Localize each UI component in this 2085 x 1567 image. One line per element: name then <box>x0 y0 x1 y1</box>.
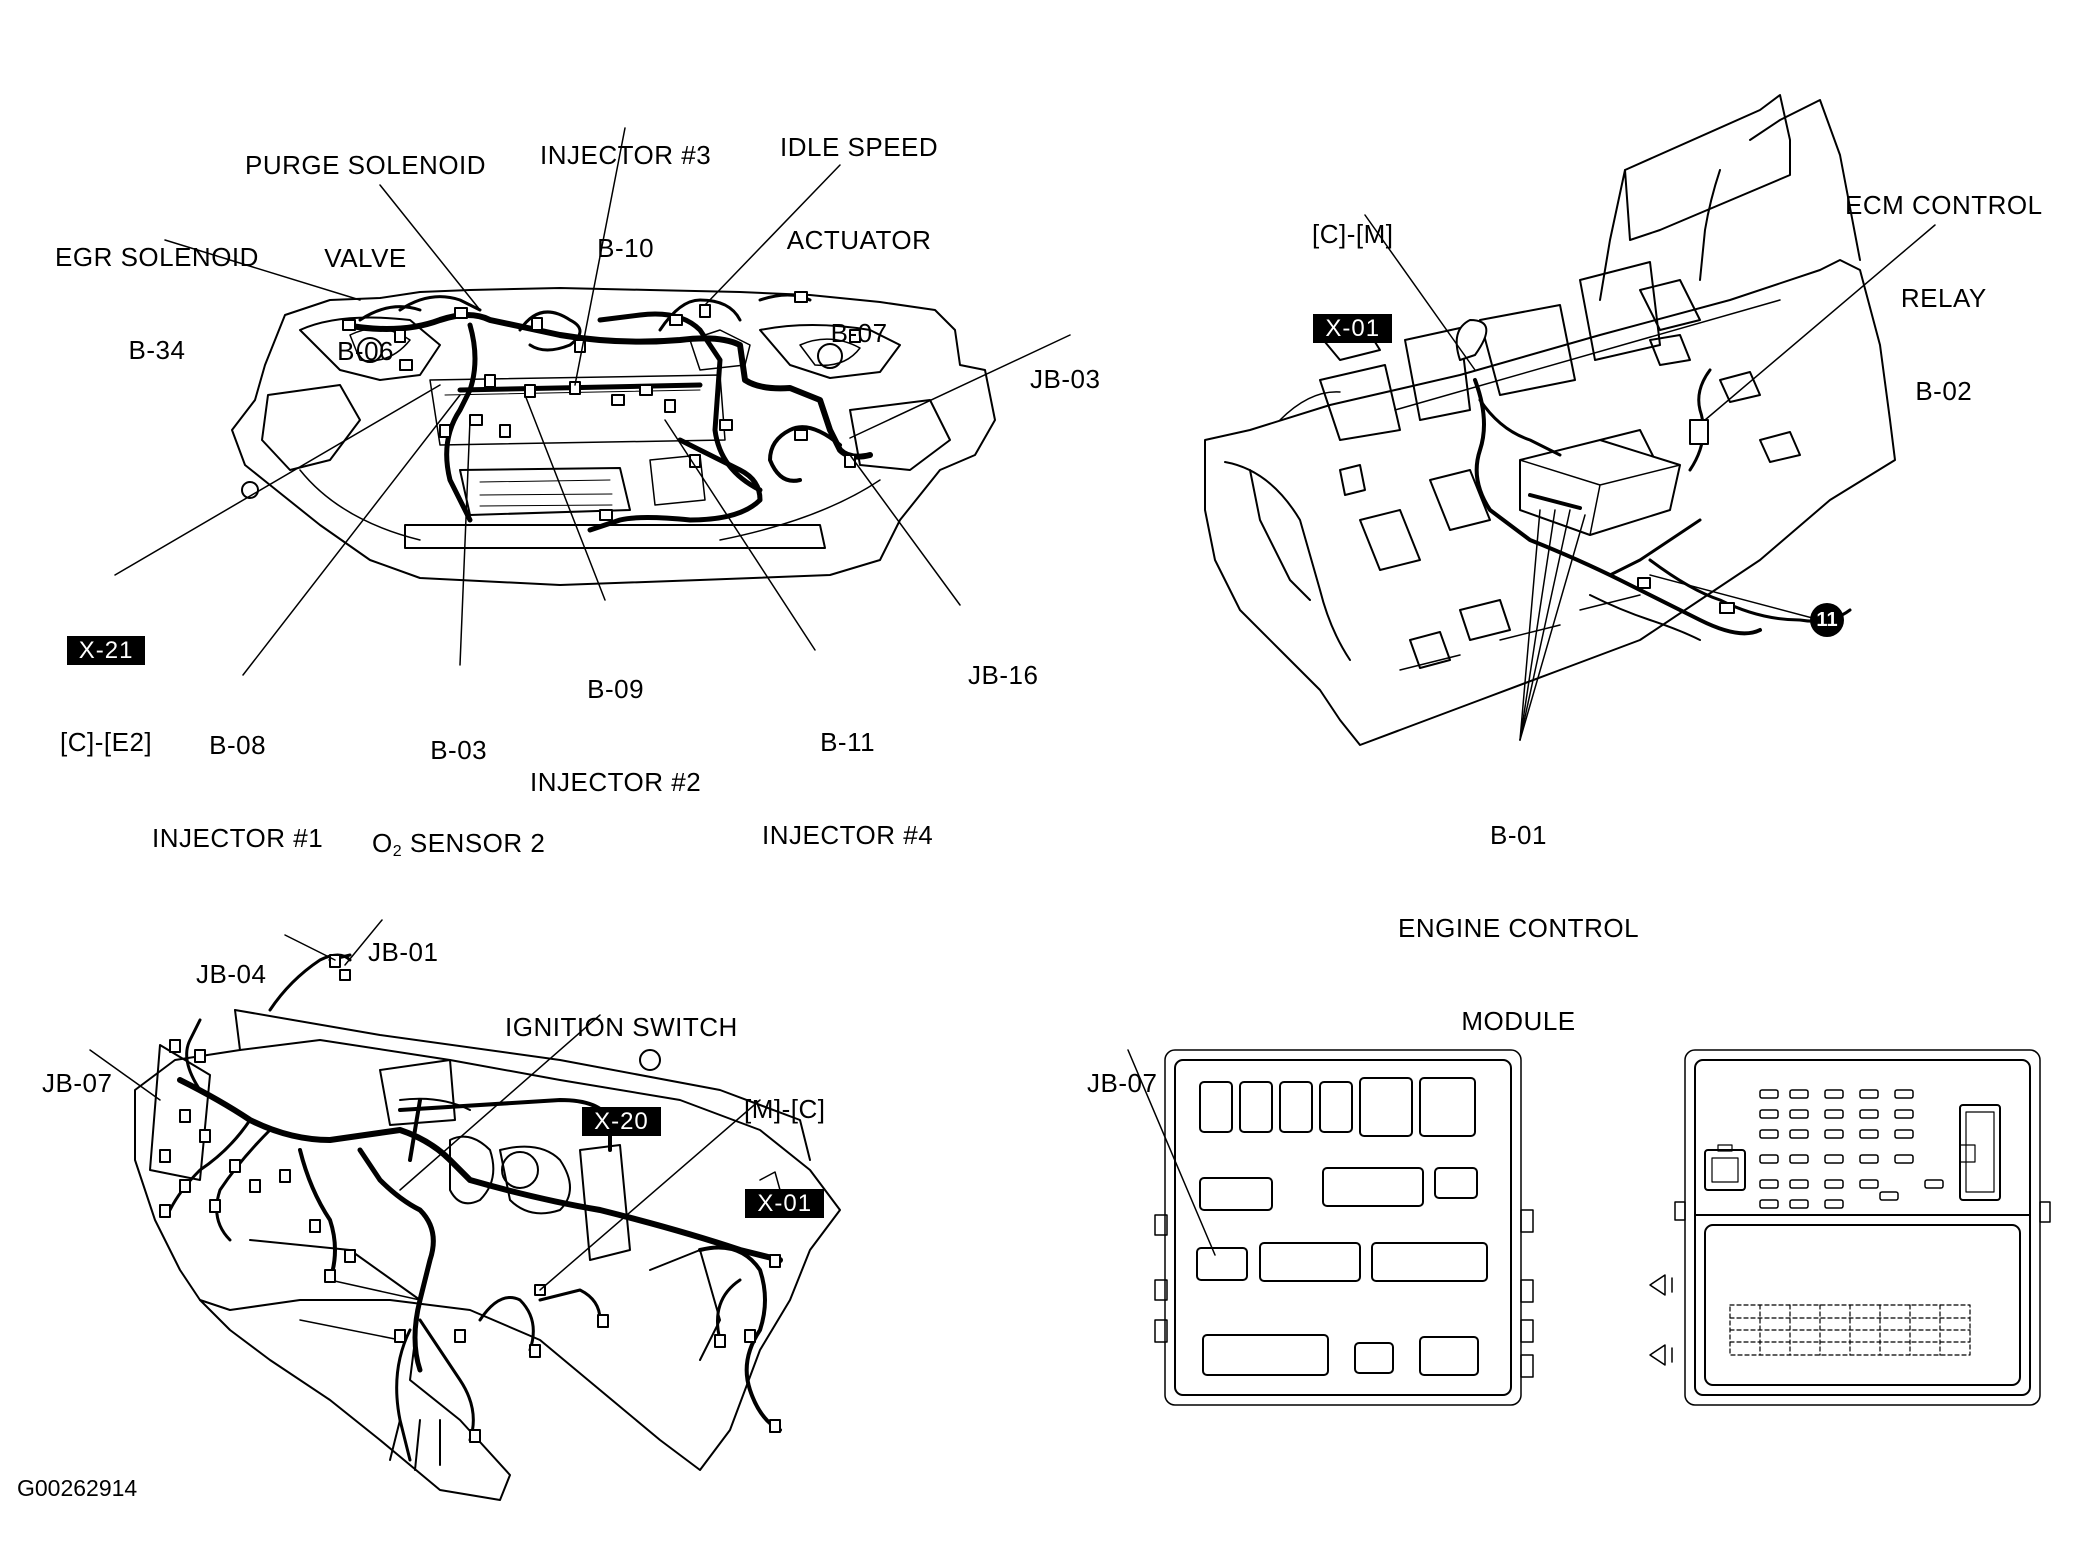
ecm-location-drawing <box>1204 94 1936 746</box>
jb07-dash-label: JB-07 <box>42 1006 112 1130</box>
injector2-code: B-09 <box>587 674 645 704</box>
x21-tag: X-21 <box>66 636 146 665</box>
ecm-relay-line1: ECM CONTROL <box>1845 190 2043 220</box>
dash-x01-tag: X-01 <box>745 1189 825 1218</box>
o2-letter: O <box>372 828 393 858</box>
o2-sensor-label: B-03 O2 SENSOR 2 <box>372 673 545 894</box>
ecm-relay-code: B-02 <box>1915 376 1973 406</box>
ignition-switch-text: IGNITION SWITCH <box>505 1012 738 1042</box>
ecm-x01-tag: X-01 <box>1313 314 1393 343</box>
injector3-line1: INJECTOR #3 <box>540 140 712 170</box>
ground-callout-11: 11 <box>1810 603 1844 637</box>
injector3-label: INJECTOR #3 B-10 <box>540 78 711 295</box>
o2-sensor-code: B-03 <box>430 735 488 765</box>
injector4-code: B-11 <box>820 727 876 757</box>
dash-x01-ref: [M]-[C] <box>744 1094 826 1124</box>
jb07-dash-code: JB-07 <box>42 1068 113 1098</box>
idle-speed-code: B-07 <box>830 318 888 348</box>
jb01-label: JB-01 <box>368 875 438 999</box>
ecm-module-code: B-01 <box>1490 820 1547 850</box>
egr-solenoid-line1: EGR SOLENOID <box>55 242 259 272</box>
injector1-label: B-08 INJECTOR #1 <box>152 668 323 885</box>
purge-solenoid-line1: PURGE SOLENOID <box>245 150 487 180</box>
ecm-x01-ref: [C]-[M] <box>1312 219 1394 249</box>
jb01-code: JB-01 <box>368 937 439 967</box>
dashboard-harness-drawing <box>89 919 841 1501</box>
ecm-relay-label: ECM CONTROL RELAY B-02 <box>1845 128 2043 438</box>
injector3-code: B-10 <box>597 233 655 263</box>
jb03-label: JB-03 <box>1030 302 1100 426</box>
x20-tag: X-20 <box>582 1107 661 1136</box>
injector4-line1: INJECTOR #4 <box>762 820 934 850</box>
purge-solenoid-label: PURGE SOLENOID VALVE B-06 <box>245 88 486 398</box>
ecm-module-line1: ENGINE CONTROL <box>1398 913 1640 943</box>
engine-bay-drawing <box>114 127 1071 676</box>
jb07-box-label: JB-07 <box>1087 1006 1157 1130</box>
egr-solenoid-code: B-34 <box>128 335 186 365</box>
ecm-relay-line2: RELAY <box>1900 283 1987 313</box>
injector2-line1: INJECTOR #2 <box>530 767 702 797</box>
purge-solenoid-code: B-06 <box>337 336 394 366</box>
x21-label: X-21 [C]-[E2] <box>60 572 152 789</box>
ecm-x01-label: [C]-[M] X-01 <box>1312 157 1394 374</box>
idle-speed-label: IDLE SPEED ACTUATOR B-07 <box>780 70 938 380</box>
purge-solenoid-line2: VALVE <box>324 243 407 273</box>
egr-solenoid-label: EGR SOLENOID B-34 <box>55 180 259 397</box>
x21-ref: [C]-[E2] <box>60 727 153 757</box>
ecm-module-line2: MODULE <box>1461 1006 1576 1036</box>
o2-sensor-line1: O2 SENSOR 2 <box>372 828 545 863</box>
jb03-code: JB-03 <box>1030 364 1101 394</box>
injector1-code: B-08 <box>209 730 267 760</box>
junction-box-drawing <box>1127 1049 2051 1406</box>
injector2-label: B-09 INJECTOR #2 <box>530 612 701 829</box>
ecm-module-label: B-01 ENGINE CONTROL MODULE <box>1398 758 1639 1068</box>
injector1-line1: INJECTOR #1 <box>152 823 324 853</box>
figure-code: G00262914 <box>17 1475 138 1501</box>
jb16-code: JB-16 <box>968 660 1039 690</box>
o2-sensor-rest: SENSOR 2 <box>402 828 546 858</box>
o2-subscript: 2 <box>392 843 403 860</box>
jb04-code: JB-04 <box>196 959 267 989</box>
jb04-label: JB-04 <box>196 897 266 1021</box>
ignition-switch-label: IGNITION SWITCH X-20 <box>505 950 738 1167</box>
jb16-label: JB-16 <box>968 598 1038 722</box>
idle-speed-line2: ACTUATOR <box>786 225 932 255</box>
dash-x01-label: [M]-[C] X-01 <box>744 1032 826 1249</box>
jb07-box-code: JB-07 <box>1087 1068 1158 1098</box>
injector4-label: B-11 INJECTOR #4 <box>762 665 933 882</box>
idle-speed-line1: IDLE SPEED <box>780 132 939 162</box>
